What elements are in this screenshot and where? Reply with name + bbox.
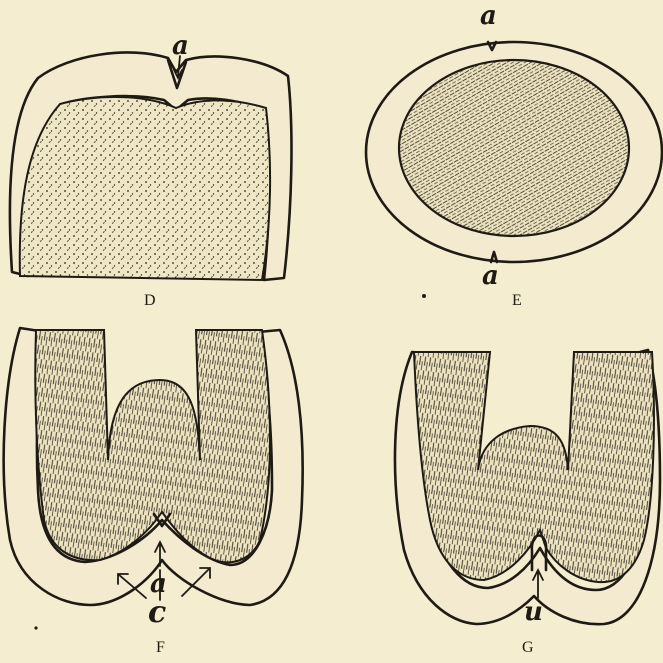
figure-f: a c F [4,328,303,656]
figure-d: a D [10,31,292,309]
figure-e-dentine [399,60,629,236]
figure-g: u G [395,350,660,656]
figure-g-dentine [414,352,654,582]
figure-g-annotation-u: u [524,597,543,627]
figure-d-caption: D [144,292,156,309]
figure-f-annotation-c: c [148,595,166,630]
figure-e-caption: E [512,292,522,309]
figure-e: a a E [366,1,662,309]
figure-e-dot [422,294,426,298]
figure-e-annotation-a-top: a [480,1,497,31]
figure-g-caption: G [522,639,534,656]
stray-dot [34,626,37,629]
figure-f-caption: F [156,639,165,656]
figure-d-dentine [20,97,270,280]
figure-d-annotation-a: a [172,31,189,61]
figure-f-dentine [35,330,270,562]
figure-e-annotation-a-bottom: a [482,261,499,291]
